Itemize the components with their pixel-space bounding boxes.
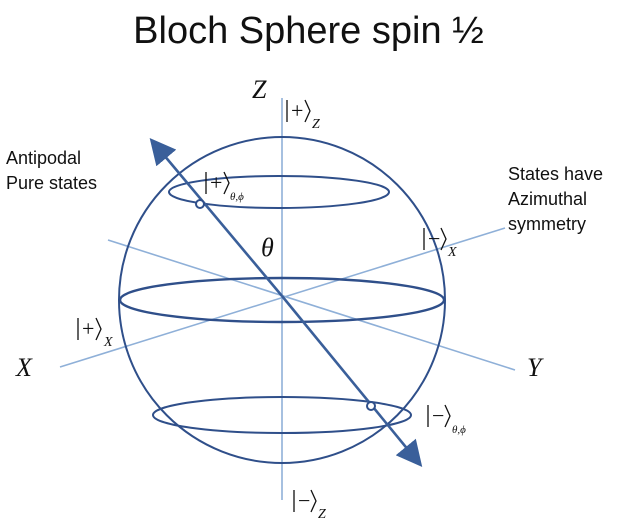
x-axis-label: X [15,353,33,382]
equator-ring [118,276,446,324]
theta-label: θ [261,233,274,262]
ket-plus-x: + X [77,316,113,350]
ket-minus-z-subscript: Z [318,507,326,522]
azimuthal-note-line-3: symmetry [508,214,586,234]
ket-minus-x-symbol: − [428,226,440,251]
lower-state-arrow [280,295,423,468]
antipodal-note-line-1: Antipodal [6,148,82,168]
ket-plus-z: + Z [286,98,320,132]
ket-minus-theta-phi-subscript: θ,ϕ [452,424,466,436]
ket-minus-x: − X [423,226,457,260]
azimuthal-note: States have Azimuthal symmetry [508,162,603,237]
ket-plus-theta-phi-subscript: θ,ϕ [230,191,244,203]
ket-minus-z: − Z [293,488,326,522]
lower-latitude-ring [152,396,412,434]
antipodal-note: Antipodal Pure states [6,146,97,196]
azimuthal-note-line-1: States have [508,164,604,184]
page-title: Bloch Sphere spin ½ [133,10,484,52]
y-axis-line [107,239,516,371]
upper-state-point [195,199,205,209]
ket-plus-x-subscript: X [103,335,113,350]
upper-latitude-ring [168,175,390,209]
ket-plus-z-subscript: Z [312,117,320,132]
ket-minus-z-symbol: − [298,488,310,513]
ket-minus-theta-phi: − θ,ϕ [427,403,466,436]
ket-plus-x-symbol: + [82,316,94,341]
ket-plus-theta-phi: + θ,ϕ [205,170,244,203]
ket-minus-theta-phi-symbol: − [432,403,444,428]
ket-plus-theta-phi-symbol: + [210,170,222,195]
lower-state-point [366,401,376,411]
ket-minus-x-subscript: X [447,245,457,260]
z-axis-label: Z [252,75,267,104]
upper-state-arrow [149,138,283,297]
y-axis-label: Y [527,353,544,382]
ket-plus-z-symbol: + [291,98,303,123]
azimuthal-note-line-2: Azimuthal [508,189,588,209]
antipodal-note-line-2: Pure states [6,173,98,193]
